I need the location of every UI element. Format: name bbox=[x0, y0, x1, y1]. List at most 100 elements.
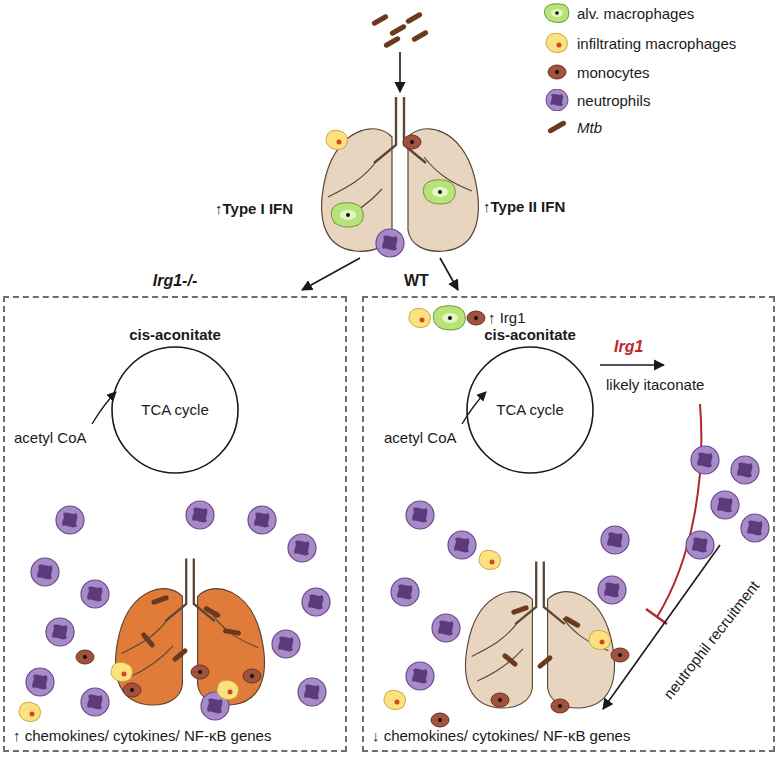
cell-icon bbox=[151, 595, 170, 606]
cell-icon bbox=[491, 693, 509, 707]
cell-icon bbox=[383, 35, 401, 48]
cell-icon bbox=[551, 699, 569, 713]
cell-icon bbox=[26, 668, 54, 696]
panel-heading: Irg1-/- bbox=[5, 271, 345, 290]
annotation: Irg1 bbox=[614, 337, 643, 356]
lung bbox=[322, 97, 479, 251]
cycle-circle: cis-aconitateTCA cycle bbox=[97, 326, 253, 476]
cell-icon bbox=[423, 180, 455, 204]
cell-icon bbox=[431, 713, 449, 727]
cell-icon bbox=[298, 678, 326, 706]
annotation: ↑Type I IFN bbox=[215, 200, 293, 218]
cell-icon bbox=[411, 29, 429, 42]
inhibition-line bbox=[657, 404, 701, 617]
cell-icon bbox=[331, 203, 363, 227]
infection-arrow bbox=[399, 52, 401, 92]
annotation: acetyl CoA bbox=[384, 429, 457, 447]
cell-icon bbox=[479, 550, 500, 569]
lung bbox=[466, 561, 615, 708]
cell-icon bbox=[384, 690, 405, 709]
cycle-input: cis-aconitate bbox=[452, 326, 608, 344]
cell-icon bbox=[248, 506, 276, 534]
panel-heading: WT bbox=[404, 271, 429, 290]
legend-swatch bbox=[542, 116, 572, 138]
cell-icon bbox=[731, 456, 759, 484]
cell-icon bbox=[81, 688, 109, 716]
cell-icon bbox=[326, 130, 347, 149]
legend-text: neutrophils bbox=[577, 92, 650, 109]
legend-text: infiltrating macrophages bbox=[577, 35, 736, 52]
cell-icon bbox=[686, 531, 714, 559]
legend-item: monocytes bbox=[542, 61, 650, 83]
cell-icon bbox=[448, 531, 476, 559]
cell-icon bbox=[601, 526, 629, 554]
cell-icon bbox=[433, 306, 465, 330]
cell-icon bbox=[76, 650, 94, 664]
panel-box: WT↓ chemokines/ cytokines/ NF-κB genesci… bbox=[362, 296, 775, 752]
cell-icon bbox=[203, 605, 221, 618]
cell-icon bbox=[405, 11, 423, 24]
cycle-input: cis-aconitate bbox=[97, 326, 253, 344]
recruitment-arrow bbox=[603, 545, 720, 709]
cell-icon bbox=[371, 13, 389, 26]
cell-icon bbox=[302, 588, 330, 616]
cell-icon bbox=[140, 631, 155, 648]
branch-arrow bbox=[302, 258, 360, 290]
cell-icon bbox=[376, 229, 404, 257]
legend-swatch bbox=[542, 2, 572, 24]
panel-note: ↓ chemokines/ cytokines/ NF-κB genes bbox=[372, 727, 630, 745]
cell-icon bbox=[403, 135, 421, 149]
cell-icon bbox=[741, 514, 769, 542]
annotation: ↑Type II IFN bbox=[483, 198, 565, 216]
panel-box: Irg1-/-↑ chemokines/ cytokines/ NF-κB ge… bbox=[3, 296, 347, 752]
cell-icon bbox=[611, 648, 629, 662]
cycle-circle: cis-aconitateTCA cycle bbox=[452, 326, 608, 476]
cell-icon bbox=[406, 662, 434, 690]
cell-icon bbox=[391, 578, 419, 606]
annotation: acetyl CoA bbox=[14, 429, 87, 447]
cell-icon bbox=[217, 680, 238, 699]
legend-item: infiltrating macrophages bbox=[542, 32, 736, 54]
legend-item: neutrophils bbox=[542, 89, 650, 111]
cell-icon bbox=[589, 630, 610, 649]
cell-icon bbox=[389, 23, 407, 36]
cell-icon bbox=[432, 614, 460, 642]
cell-icon bbox=[186, 501, 214, 529]
cell-icon bbox=[501, 652, 518, 667]
cell-icon bbox=[511, 605, 530, 616]
cell-icon bbox=[536, 654, 553, 669]
cell-icon bbox=[19, 702, 40, 721]
cell-icon bbox=[191, 665, 209, 679]
cell-icon bbox=[81, 580, 109, 608]
annotation: likely itaconate bbox=[606, 376, 704, 394]
cell-icon bbox=[56, 506, 84, 534]
legend-text: Mtb bbox=[577, 119, 602, 136]
cell-icon bbox=[31, 558, 59, 586]
legend-text: monocytes bbox=[577, 64, 650, 81]
cycle-name: TCA cycle bbox=[452, 401, 608, 419]
legend-item: alv. macrophages bbox=[542, 2, 694, 24]
cell-icon bbox=[409, 308, 430, 327]
panel-note: ↑ chemokines/ cytokines/ NF-κB genes bbox=[13, 727, 271, 745]
lung bbox=[116, 558, 265, 705]
inflow-arrow bbox=[462, 392, 486, 424]
cell-icon bbox=[243, 669, 261, 683]
cell-icon bbox=[46, 618, 74, 646]
cell-icon bbox=[288, 534, 316, 562]
cell-icon bbox=[171, 647, 188, 662]
legend-text: alv. macrophages bbox=[577, 5, 694, 22]
annotation: ↑ Irg1 bbox=[488, 309, 526, 327]
cell-icon bbox=[123, 683, 141, 697]
cell-icon bbox=[272, 630, 300, 658]
legend-item: Mtb bbox=[542, 116, 602, 138]
legend-swatch bbox=[542, 61, 572, 83]
cell-icon bbox=[691, 446, 719, 474]
legend-swatch bbox=[542, 32, 572, 54]
cycle-name: TCA cycle bbox=[97, 401, 253, 419]
cell-icon bbox=[467, 311, 485, 325]
cell-icon bbox=[563, 615, 581, 628]
cell-icon bbox=[223, 628, 242, 636]
cell-icon bbox=[406, 501, 434, 529]
annotation: neutrophil recruitment bbox=[660, 577, 764, 702]
